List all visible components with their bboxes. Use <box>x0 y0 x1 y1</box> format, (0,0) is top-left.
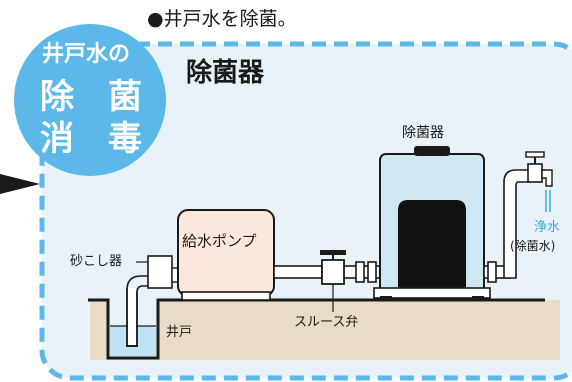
label-clean-water-note: (除菌水) <box>510 240 556 252</box>
badge-line-2: 除 菌 <box>40 77 142 117</box>
pump-body <box>177 209 275 297</box>
badge-line-3: 消 毒 <box>40 119 142 159</box>
label-pump: 給水ポンプ <box>182 232 257 250</box>
header-caption: ●井戸水を除菌。 <box>147 8 297 30</box>
pump-base <box>181 291 271 301</box>
suction-pipe-fill <box>128 288 136 346</box>
label-sterilizer: 除菌器 <box>402 125 444 141</box>
pipe-union-right <box>487 261 497 283</box>
sterilizer-cap <box>414 146 450 156</box>
label-sluice-valve: スルース弁 <box>294 315 359 330</box>
sand-filter-box <box>147 255 173 289</box>
sterilizer-foot-right <box>472 296 484 300</box>
label-sand-filter: 砂こし器 <box>70 254 123 269</box>
pipe-union-left-a <box>355 261 365 283</box>
sterilizer-foot <box>373 287 491 299</box>
faucet-body <box>527 163 543 183</box>
badge-line-1: 井戸水の <box>42 42 131 67</box>
faucet-handle <box>525 151 545 158</box>
arrow-pointer <box>0 174 40 194</box>
sterilizer-foot-left <box>380 296 392 300</box>
badge-circle <box>14 24 166 176</box>
sterilizer-inner-unit <box>398 200 466 296</box>
pipe-union-left-b <box>367 261 377 283</box>
ground <box>90 300 560 360</box>
faucet-spout <box>541 169 553 187</box>
panel-title: 除菌器 <box>186 58 265 88</box>
sluice-valve-body <box>321 259 345 285</box>
sluice-valve-handle <box>320 250 346 255</box>
label-clean-water: 浄水 <box>534 220 561 235</box>
label-well: 井戸 <box>166 325 193 340</box>
